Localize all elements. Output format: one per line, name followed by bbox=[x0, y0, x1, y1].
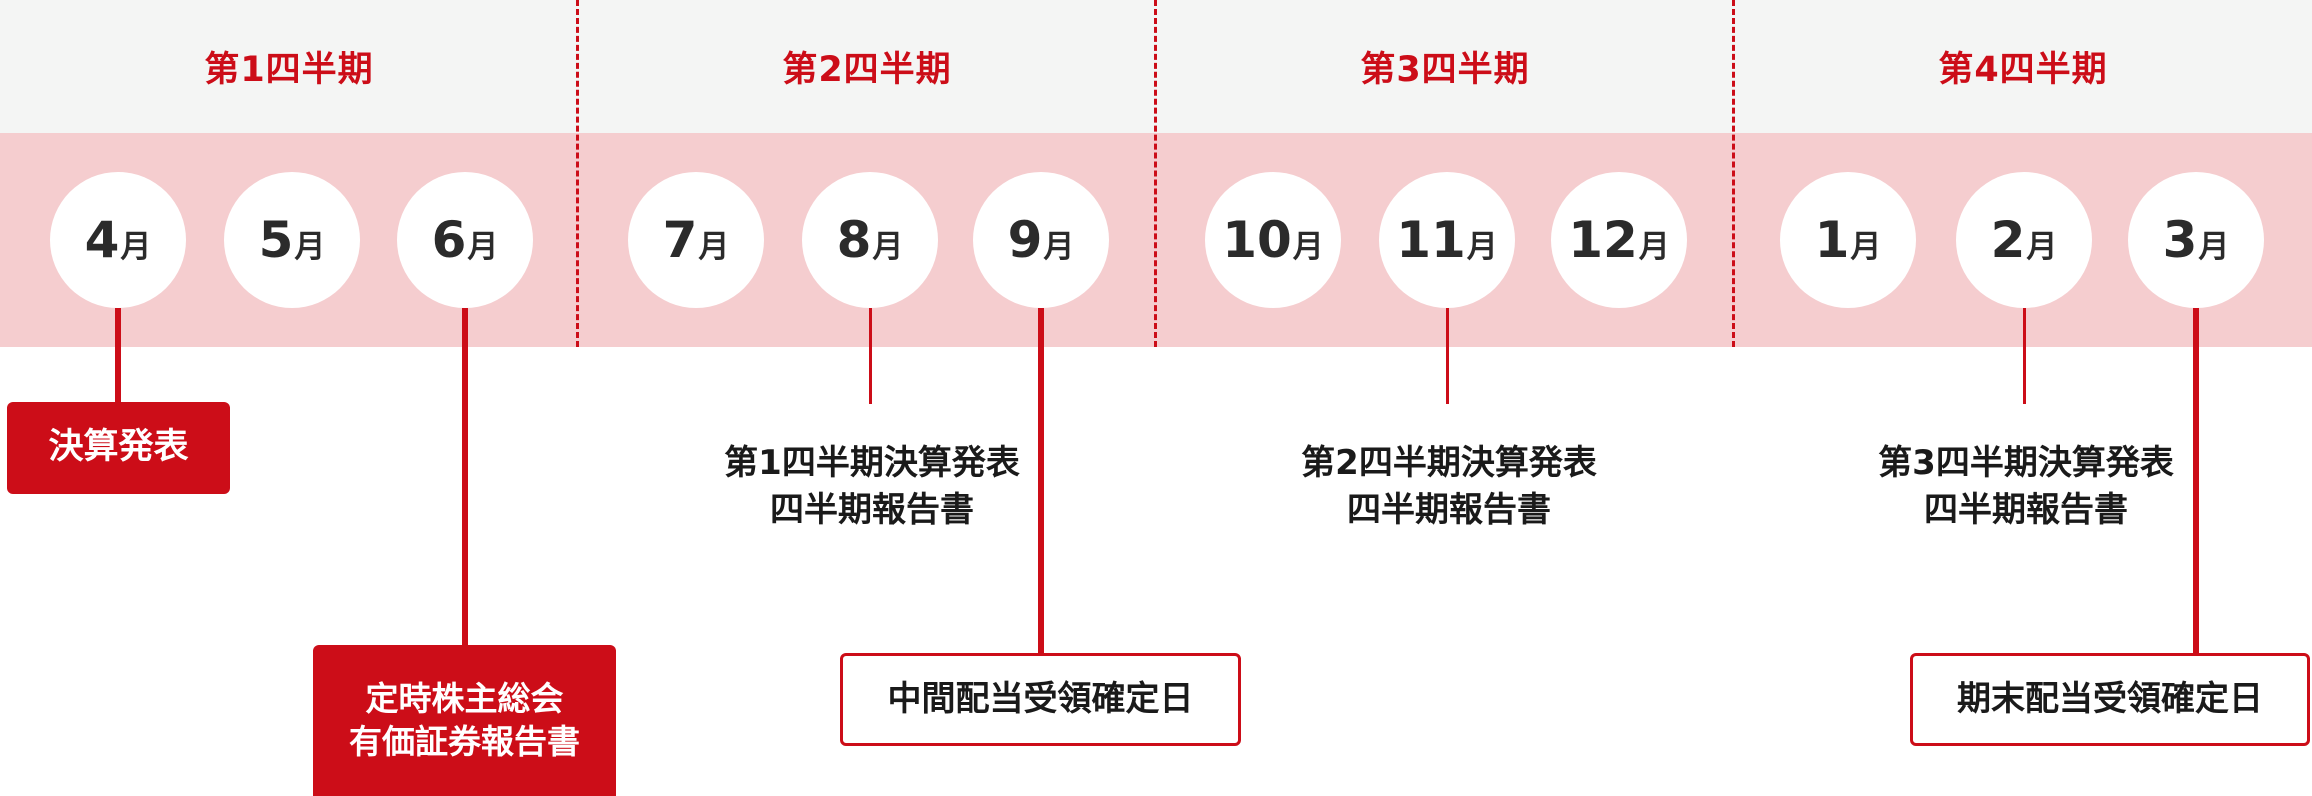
month-number: 5 bbox=[258, 211, 294, 269]
event-text: 有価証券報告書 bbox=[349, 721, 580, 761]
quarter-label-q1: 第1四半期 bbox=[204, 50, 374, 90]
event-text: 第3四半期決算発表 bbox=[1878, 443, 2174, 483]
quarter-divider bbox=[576, 0, 579, 347]
month-unit: 月 bbox=[467, 228, 499, 265]
event-text-q1-results: 第1四半期決算発表 四半期報告書 bbox=[662, 440, 1082, 534]
month-unit: 月 bbox=[1292, 228, 1324, 265]
event-box-annual-results: 決算発表 bbox=[7, 402, 230, 494]
event-text-q2-results: 第2四半期決算発表 四半期報告書 bbox=[1239, 440, 1659, 534]
month-unit: 月 bbox=[120, 228, 152, 265]
connector-apr bbox=[115, 308, 121, 402]
month-unit: 月 bbox=[2198, 228, 2230, 265]
event-text: 四半期報告書 bbox=[1924, 490, 2128, 530]
event-text: 中間配当受領確定日 bbox=[887, 679, 1194, 720]
month-number: 6 bbox=[431, 211, 467, 269]
month-number: 12 bbox=[1568, 211, 1638, 269]
connector-feb bbox=[2023, 308, 2026, 404]
month-number: 8 bbox=[836, 211, 872, 269]
month-number: 3 bbox=[2162, 211, 2198, 269]
event-text: 四半期報告書 bbox=[770, 490, 974, 530]
connector-jun bbox=[462, 308, 468, 646]
event-text-q3-results: 第3四半期決算発表 四半期報告書 bbox=[1816, 440, 2236, 534]
month-unit: 月 bbox=[1466, 228, 1498, 265]
event-text: 第2四半期決算発表 bbox=[1301, 443, 1597, 483]
month-unit: 月 bbox=[698, 228, 730, 265]
month-number: 4 bbox=[84, 211, 120, 269]
quarter-divider bbox=[1154, 0, 1157, 347]
connector-aug bbox=[869, 308, 872, 404]
quarter-label-q3: 第3四半期 bbox=[1360, 50, 1530, 90]
month-number: 2 bbox=[1990, 211, 2026, 269]
month-number: 11 bbox=[1396, 211, 1466, 269]
month-unit: 月 bbox=[1850, 228, 1882, 265]
month-unit: 月 bbox=[294, 228, 326, 265]
event-box-agm: 定時株主総会 有価証券報告書 bbox=[313, 645, 616, 796]
month-number: 10 bbox=[1222, 211, 1292, 269]
month-unit: 月 bbox=[1043, 228, 1075, 265]
quarter-label-q4: 第4四半期 bbox=[1938, 50, 2108, 90]
month-number: 9 bbox=[1007, 211, 1043, 269]
event-box-interim-dividend: 中間配当受領確定日 bbox=[840, 653, 1241, 746]
month-number: 1 bbox=[1814, 211, 1850, 269]
month-number: 7 bbox=[662, 211, 698, 269]
event-text: 四半期報告書 bbox=[1347, 490, 1551, 530]
event-box-yearend-dividend: 期末配当受領確定日 bbox=[1910, 653, 2310, 746]
connector-mar bbox=[2193, 308, 2199, 654]
event-text: 期末配当受領確定日 bbox=[1957, 679, 2263, 720]
event-text: 決算発表 bbox=[48, 427, 189, 468]
month-unit: 月 bbox=[1638, 228, 1670, 265]
quarter-label-q2: 第2四半期 bbox=[782, 50, 952, 90]
month-unit: 月 bbox=[872, 228, 904, 265]
event-text: 定時株主総会 bbox=[365, 678, 564, 718]
event-text: 第1四半期決算発表 bbox=[724, 443, 1020, 483]
connector-sep bbox=[1038, 308, 1044, 654]
connector-nov bbox=[1446, 308, 1449, 404]
month-unit: 月 bbox=[2026, 228, 2058, 265]
quarter-divider bbox=[1732, 0, 1735, 347]
